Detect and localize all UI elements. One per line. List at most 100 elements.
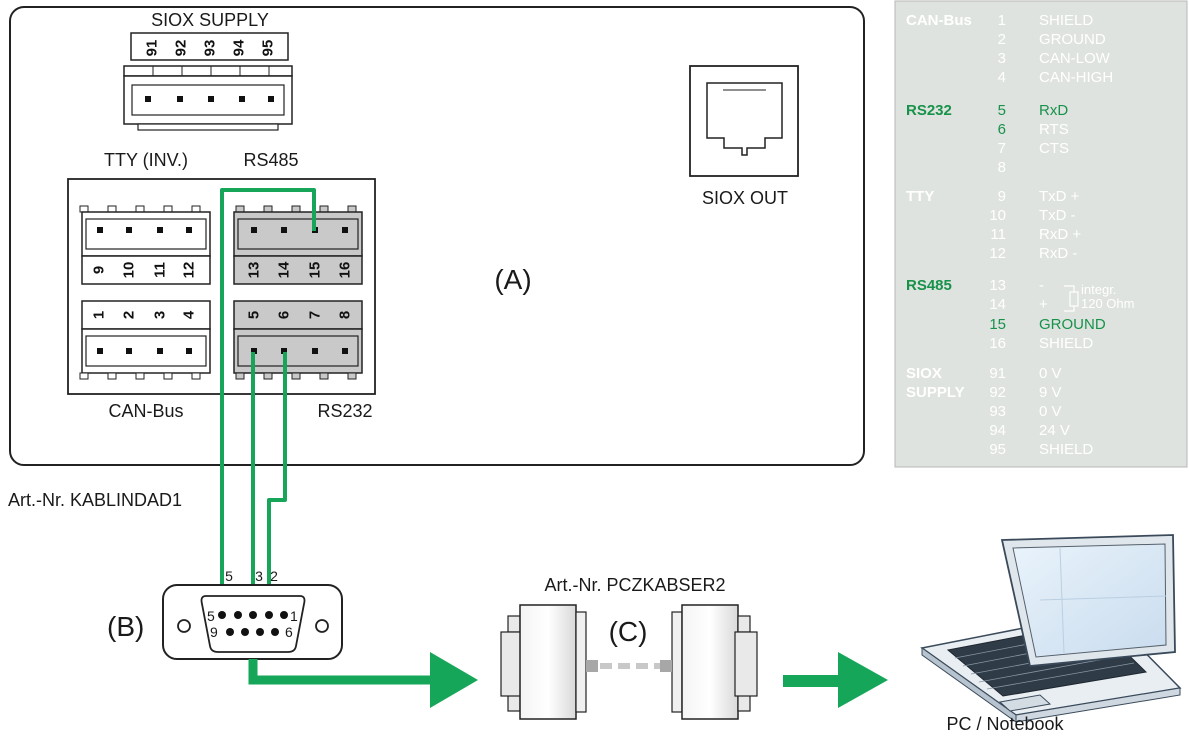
legend-signal: TxD - [1039, 207, 1076, 224]
legend-pin: 92 [989, 384, 1006, 401]
wire-pin15-to-dsub5 [220, 188, 316, 612]
dsub-pin9-label: 9 [210, 624, 218, 640]
pin-legend: CAN-Bus 1 SHIELD 2 GROUND 3 CAN-LOW 4 CA… [894, 0, 1188, 468]
legend-pin: 93 [989, 403, 1006, 420]
legend-signal: RxD + [1039, 226, 1081, 243]
tty-pin-10: 10 [121, 262, 138, 279]
siox-pin-91: 91 [144, 40, 161, 57]
legend-pin: 16 [989, 335, 1006, 352]
rs232-label: RS232 [317, 401, 372, 421]
rs232-wires [220, 188, 316, 612]
siox-out-label: SIOX OUT [702, 188, 788, 208]
rs232-pin-6: 6 [276, 311, 293, 319]
wire-number-5: 5 [225, 568, 233, 584]
dsub-connector: (B) 5 3 2 5 1 9 6 [107, 568, 343, 660]
legend-signal: GROUND [1039, 31, 1106, 48]
legend-pin: 10 [989, 207, 1006, 224]
legend-pin: 13 [989, 277, 1006, 294]
legend-group-rs485: RS485 [906, 277, 952, 294]
legend-pin: 8 [998, 159, 1006, 176]
legend-signal: RxD - [1039, 245, 1077, 262]
legend-pin: 94 [989, 422, 1006, 439]
serial-cable-c [500, 604, 758, 720]
legend-pin: 6 [998, 121, 1006, 138]
tty-pin-11: 11 [152, 262, 169, 278]
legend-pin: 95 [989, 441, 1006, 458]
legend-group-siox: SIOX [906, 365, 942, 382]
can-pin-4: 4 [181, 310, 198, 319]
legend-signal: - [1039, 277, 1044, 294]
siox-supply-pin-numbers: 91 92 93 94 95 [144, 39, 277, 56]
rs232-pin-8: 8 [337, 311, 354, 319]
legend-pin: 11 [990, 226, 1006, 243]
siox-pin-94: 94 [231, 39, 248, 56]
termination-text-1: integr. [1081, 282, 1116, 297]
legend-signal: SHIELD [1039, 335, 1093, 352]
rs485-pin-13: 13 [246, 262, 263, 279]
arrow-to-pc [783, 652, 888, 708]
siox-supply-label: SIOX SUPPLY [151, 10, 269, 30]
tty-inv-label: TTY (INV.) [104, 150, 188, 170]
legend-signal: 0 V [1039, 403, 1062, 420]
tty-pin-9: 9 [91, 266, 108, 274]
arrow-to-cable [248, 652, 478, 708]
wire-number-3: 3 [255, 568, 263, 584]
dsub-pin5-label: 5 [207, 608, 215, 624]
dsub-pin6-label: 6 [285, 624, 293, 640]
rs485-label: RS485 [243, 150, 298, 170]
tty-pin-12: 12 [181, 262, 198, 279]
wire-pin6-to-dsub2 [267, 352, 287, 612]
dsub-pin1-label: 1 [290, 608, 298, 624]
can-pin-3: 3 [152, 311, 169, 319]
legend-signal: 0 V [1039, 365, 1062, 382]
legend-pin: 1 [998, 12, 1006, 29]
termination-text-2: 120 Ohm [1081, 296, 1134, 311]
legend-pin: 91 [989, 365, 1006, 382]
laptop-icon [920, 534, 1182, 723]
siox-pin-93: 93 [202, 40, 219, 57]
termination-resistor-icon [1064, 285, 1079, 312]
legend-pin: 4 [998, 69, 1006, 86]
can-pin-2: 2 [121, 311, 138, 319]
rs485-pin-16: 16 [337, 262, 354, 279]
rs232-connector: 5 6 7 8 [233, 300, 363, 380]
canbus-label: CAN-Bus [108, 401, 183, 421]
dsub-label: (B) [107, 611, 144, 642]
legend-pin: 7 [998, 140, 1006, 157]
cable2-label: Art.-Nr. PCZKABSER2 [544, 575, 725, 595]
rs232-pin-7: 7 [307, 311, 324, 319]
tty-connector: 9 10 11 12 [79, 205, 211, 285]
legend-signal: SHIELD [1039, 12, 1093, 29]
rs232-pin-5: 5 [246, 311, 263, 319]
legend-group-canbus: CAN-Bus [906, 12, 972, 29]
legend-signal: TxD + [1039, 188, 1080, 205]
siox-out-jack [689, 65, 799, 177]
legend-signal: 24 V [1039, 422, 1070, 439]
legend-signal: CAN-HIGH [1039, 69, 1113, 86]
device-label: (A) [494, 264, 531, 295]
legend-signal: RxD [1039, 102, 1068, 119]
legend-pin: 2 [998, 31, 1006, 48]
siox-pin-92: 92 [173, 40, 190, 57]
legend-signal: 9 V [1039, 384, 1062, 401]
legend-signal: GROUND [1039, 316, 1106, 333]
legend-signal: CAN-LOW [1039, 50, 1111, 67]
legend-group-tty: TTY [906, 188, 934, 205]
cable2-tag: (C) [609, 616, 648, 647]
legend-pin: 5 [998, 102, 1006, 119]
rs485-pin-14: 14 [276, 261, 293, 278]
cable1-label: Art.-Nr. KABLINDAD1 [8, 490, 182, 510]
siox-supply-terminal [123, 65, 293, 131]
siox-pin-95: 95 [260, 40, 277, 57]
legend-pin: 3 [998, 50, 1006, 67]
device-panel: (A) SIOX SUPPLY 91 92 93 94 95 [9, 6, 865, 466]
legend-group-supply: SUPPLY [906, 384, 965, 401]
legend-pin: 9 [998, 188, 1006, 205]
legend-pin: 14 [989, 296, 1006, 313]
legend-signal: SHIELD [1039, 441, 1093, 458]
can-pin-1: 1 [91, 311, 108, 319]
canbus-connector: 1 2 3 4 [79, 300, 211, 380]
siox-supply-pin-strip [130, 32, 289, 61]
rs485-connector: 13 14 15 16 [233, 205, 363, 285]
